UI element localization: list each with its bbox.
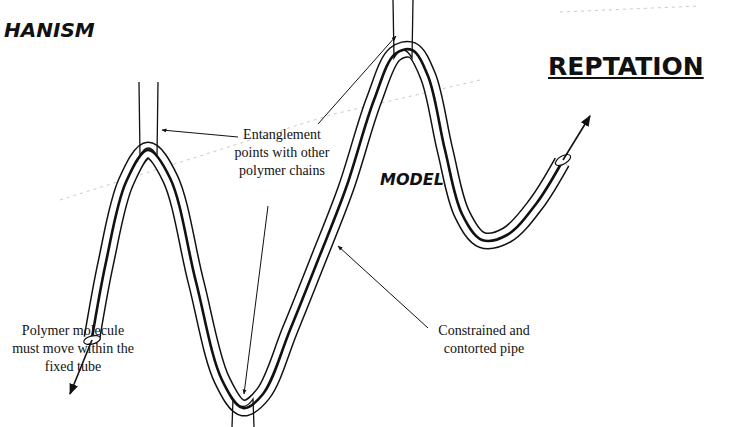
title-handwritten: REPTATION: [548, 52, 704, 81]
heading-fragment: HANISM: [4, 18, 95, 42]
motion-arrow: [563, 116, 590, 160]
leader-line: [244, 206, 268, 394]
leader-line: [162, 36, 428, 394]
entanglement-point: [139, 0, 413, 427]
scan-mark: [560, 6, 700, 12]
leader-line: [162, 130, 238, 137]
tube-inside: [92, 49, 562, 408]
callout-label: Constrained and contorted pipe: [428, 322, 540, 358]
entanglement-point: [139, 82, 158, 156]
leader-line: [318, 36, 396, 124]
callout-label: Entanglement points with other polymer c…: [232, 126, 332, 180]
entanglement-point: [232, 399, 254, 427]
leader-line: [338, 246, 428, 328]
tube: [70, 49, 590, 408]
tube-wall: [92, 49, 562, 408]
entanglement-point: [393, 0, 413, 58]
callout-label: Polymer molecule must move within the fi…: [10, 322, 136, 376]
handwritten-note: MODEL: [380, 170, 444, 189]
polymer-chain: [92, 49, 562, 408]
